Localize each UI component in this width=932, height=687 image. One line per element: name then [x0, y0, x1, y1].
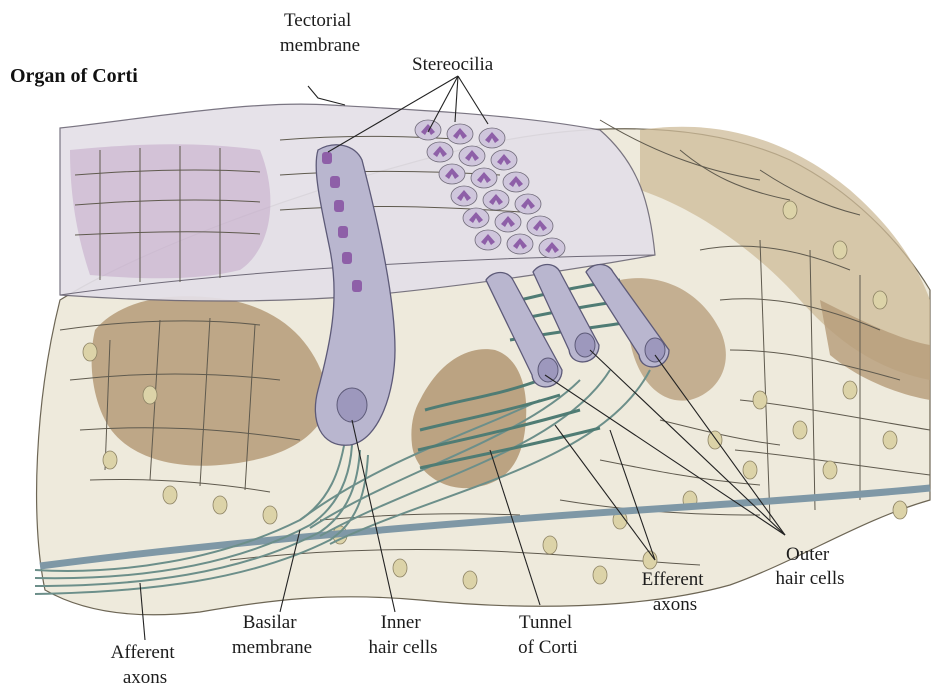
diagram-title: Organ of Corti [10, 65, 138, 87]
outer-hair-cell-nucleus [575, 333, 595, 357]
inner-hair-cell-nucleus [337, 388, 367, 422]
leader-tectorial-membrane [308, 86, 345, 105]
label-tunnel-of-corti: Tunnel of Corti [518, 612, 578, 658]
label-outer-hair-cells: Outer hair cells [775, 544, 844, 589]
label-inner-hair-cells: Inner hair cells [368, 612, 437, 658]
outer-hair-cell-nucleus [538, 358, 558, 382]
label-stereocilia: Stereocilia [412, 54, 494, 75]
outer-hair-cell-nucleus [645, 338, 665, 362]
label-afferent-axons: Afferent axons [111, 642, 180, 687]
label-tectorial-membrane: Tectorial membrane [280, 10, 360, 56]
label-basilar-membrane: Basilar membrane [232, 612, 312, 658]
